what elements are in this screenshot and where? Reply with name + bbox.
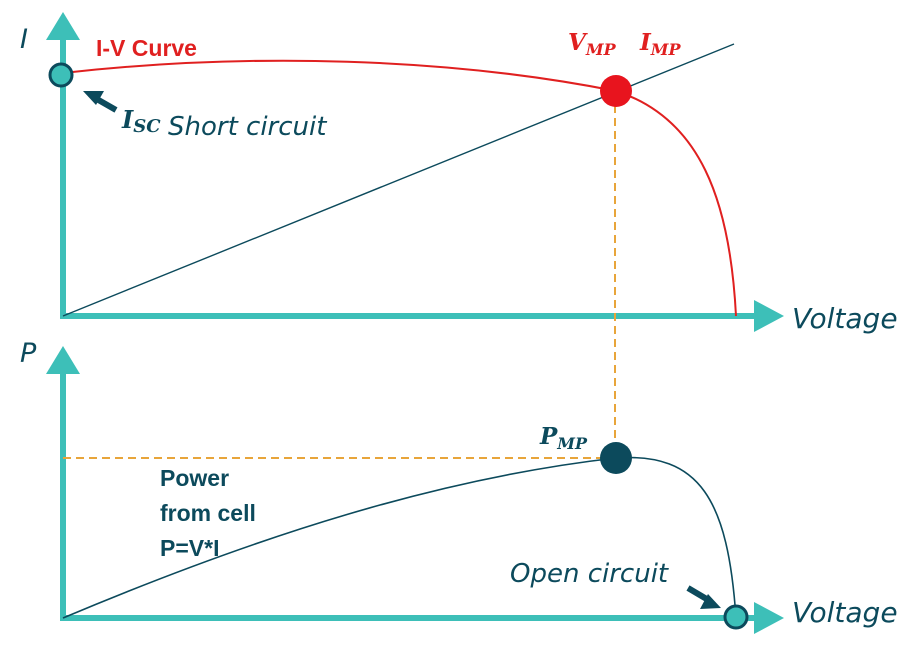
imp-symbol: I — [639, 29, 652, 56]
isc-symbol-sub: SC — [133, 116, 161, 137]
pmp-point — [600, 442, 632, 474]
power-label-line1: Power — [160, 465, 229, 491]
power-label-line2: from cell — [160, 500, 256, 526]
bottom-x-axis-arrowhead — [754, 602, 784, 634]
power-curve — [62, 456, 737, 619]
load-line — [62, 43, 735, 317]
vmp-label: VMP — [568, 29, 617, 59]
top-panel: I Voltage I-V Curve ISC Short circuit VM… — [20, 12, 898, 458]
open-circuit-label: Open circuit — [510, 559, 669, 589]
isc-symbol: ISC — [121, 105, 161, 137]
bottom-panel: P Voltage PMP Power from cell P=V*I Open… — [20, 338, 898, 634]
isc-arrow-icon — [83, 91, 118, 113]
pmp-symbol: P — [539, 423, 558, 450]
vmp-symbol: V — [568, 29, 588, 56]
open-circuit-arrow-icon — [686, 585, 721, 609]
top-x-axis-label: Voltage — [792, 302, 898, 335]
mpp-point — [600, 75, 632, 107]
power-label-line3: P=V*I — [160, 535, 219, 561]
top-y-axis-arrowhead — [46, 12, 80, 40]
top-y-axis-label: I — [20, 24, 28, 55]
bottom-y-axis-label: P — [20, 338, 37, 369]
pmp-subscript: MP — [556, 434, 588, 453]
imp-label: IMP — [639, 29, 681, 59]
isc-caption: Short circuit — [168, 112, 327, 142]
bottom-x-axis-label: Voltage — [792, 596, 898, 629]
isc-symbol-main: I — [121, 105, 134, 134]
imp-subscript: MP — [650, 40, 682, 59]
pmp-label: PMP — [539, 423, 588, 453]
bottom-y-axis-arrowhead — [46, 346, 80, 374]
isc-point — [48, 62, 74, 88]
vmp-subscript: MP — [585, 40, 617, 59]
iv-curve — [62, 59, 737, 317]
open-circuit-point — [723, 604, 749, 630]
iv-curve-label: I-V Curve — [96, 35, 197, 61]
top-x-axis-arrowhead — [754, 300, 784, 332]
